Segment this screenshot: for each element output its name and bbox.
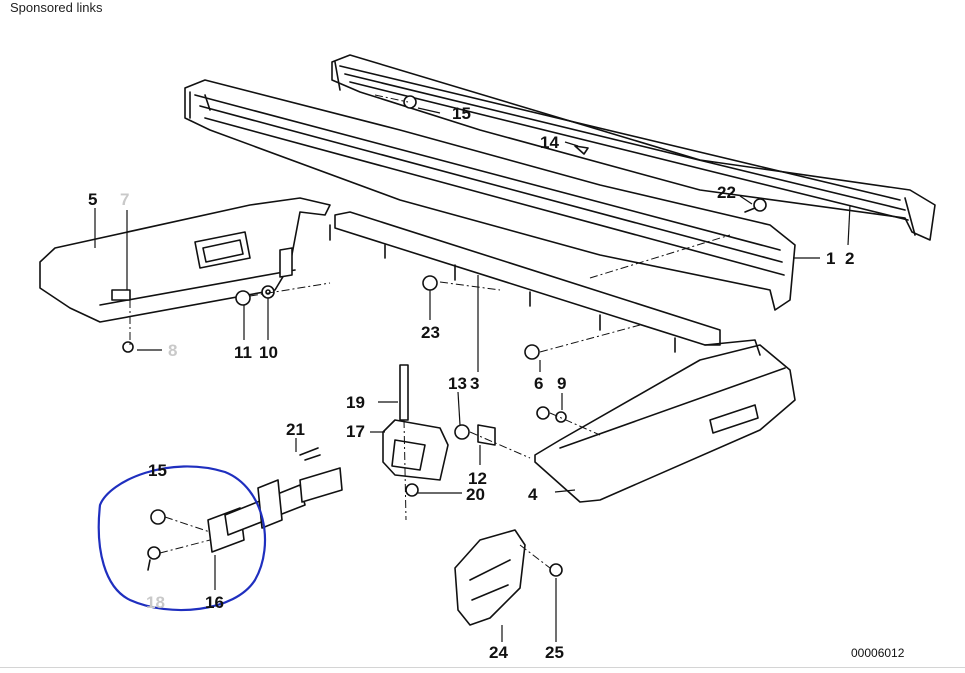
part-label-20: 20 [466,485,485,504]
fasteners [122,95,767,577]
part-label-22: 22 [717,183,736,202]
part-label-14: 14 [540,133,559,152]
part-label-6: 6 [534,374,543,393]
part-label-23: 23 [421,323,440,342]
part-label-18: 18 [146,593,165,612]
part-label-13: 13 [448,374,467,393]
part-label-5: 5 [88,190,97,209]
part-label-10: 10 [259,343,278,362]
bottom-divider [0,667,965,668]
carrier-rail [329,211,721,353]
part-label-21: 21 [286,420,305,439]
drawing-number: 00006012 [851,646,905,660]
part-label-16: 16 [205,593,224,612]
bumper-strip-outer [331,54,936,241]
bracket-plate-24 [454,529,526,626]
part-label-17: 17 [346,422,365,441]
sponsored-links-label: Sponsored links [10,0,103,15]
part-label-24: 24 [489,643,508,662]
bumper-end-left [39,197,331,323]
part-label-4: 4 [528,485,538,504]
part-label-8: 8 [168,341,177,360]
bracket-17 [382,419,449,481]
part-label-3: 3 [470,374,479,393]
part-label-15-circled: 15 [148,461,167,480]
part-label-2: 2 [845,249,854,268]
bumper-end-right [534,339,796,503]
part-label-15-top: 15 [452,104,471,123]
impact-absorber-16 [207,467,343,553]
bolt-19 [399,364,409,421]
part-label-19: 19 [346,393,365,412]
highlight-circle [97,465,267,612]
part-label-12: 12 [468,469,487,488]
part-label-7: 7 [120,190,129,209]
bumper-carrier [184,79,796,311]
part-label-25: 25 [545,643,564,662]
part-label-9: 9 [557,374,566,393]
part-label-11: 11 [234,343,252,362]
part-label-1: 1 [826,249,835,268]
